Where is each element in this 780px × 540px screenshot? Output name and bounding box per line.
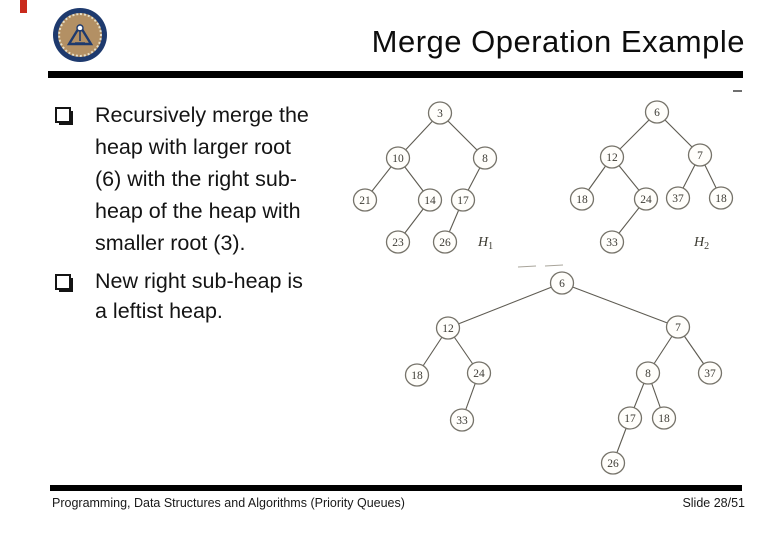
text-line: smaller root (3). [95, 231, 246, 255]
heap-node-value: 26 [439, 237, 451, 249]
heap-node-value: 6 [559, 278, 565, 290]
scan-artifact-line [517, 265, 537, 268]
tree-label: H1 [477, 235, 493, 252]
heap-node-circle [385, 146, 411, 170]
heap-node-circle [432, 230, 458, 254]
heap-node-value: 26 [607, 458, 619, 470]
heap-node-circle [450, 188, 476, 212]
heap-node-circle [697, 361, 723, 385]
university-seal-logo [53, 8, 107, 62]
heap-node-value: 17 [624, 413, 636, 425]
bullet-list: Recursively merge the heap with larger r… [52, 99, 352, 326]
scan-artifact-dash [733, 90, 742, 92]
heap-node-value: 14 [424, 195, 436, 207]
text-line: New right sub-heap is [95, 269, 303, 293]
heap-node-circle [435, 316, 461, 340]
heap-node-value: 21 [359, 195, 371, 207]
heap-node-value: 18 [715, 193, 727, 205]
heap-node-value: 7 [675, 322, 681, 334]
heap-node-circle [635, 361, 661, 385]
heap-node-value: 18 [576, 194, 588, 206]
heap-node-circle [633, 187, 659, 211]
heap-node-circle [600, 451, 626, 475]
footer-rule [50, 485, 742, 491]
heap-node-circle [466, 361, 492, 385]
text-line: Recursively merge the [95, 103, 309, 127]
heap-node-value: 17 [457, 195, 469, 207]
heap-node-value: 23 [392, 237, 404, 249]
tree-label: H2 [693, 235, 709, 252]
tree-heap-H1: 3 10 8 21 14 17 23 26 H1 [352, 101, 498, 254]
square-bullet-icon [55, 274, 71, 290]
heap-node-value: 24 [473, 368, 485, 380]
bullet-text: New right sub-heap is a leftist heap. [95, 266, 303, 326]
heap-node-circle [708, 186, 734, 210]
heap-node-circle [599, 230, 625, 254]
text-line: (6) with the right sub- [95, 167, 297, 191]
heap-node-circle [665, 315, 691, 339]
heap-node-value: 24 [640, 194, 652, 206]
heap-node-value: 7 [697, 150, 703, 162]
bullet-text: Recursively merge the heap with larger r… [95, 99, 309, 259]
page-title: Merge Operation Example [371, 24, 745, 59]
heap-node-circle [385, 230, 411, 254]
footer-course-title: Programming, Data Structures and Algorit… [52, 496, 405, 510]
heap-node-value: 33 [606, 237, 618, 249]
heap-node-value: 37 [672, 193, 684, 205]
heap-node-circle [472, 146, 498, 170]
square-bullet-icon [55, 107, 71, 123]
heap-node-value: 12 [606, 152, 618, 164]
heap-node-circle [449, 408, 475, 432]
bullet-item-leftist-heap: New right sub-heap is a leftist heap. [52, 266, 352, 326]
tree-edge [561, 282, 679, 328]
heap-node-value: 3 [437, 108, 443, 120]
tree-heap-H2: 6 12 7 18 24 37 18 33 H2 [569, 100, 734, 254]
header-rule [48, 71, 743, 78]
footer-slide-number: Slide 28/51 [682, 496, 745, 510]
text-line: heap of the heap with [95, 199, 301, 223]
seal-emblem-icon [66, 23, 94, 46]
scan-artifact-line [544, 264, 564, 267]
heap-node-circle [644, 100, 670, 124]
heap-node-value: 10 [392, 153, 404, 165]
heap-node-circle [549, 271, 575, 295]
seal-inner-ring [58, 13, 102, 57]
heap-node-circle [569, 187, 595, 211]
heap-node-circle [617, 406, 643, 430]
red-scan-mark [20, 0, 27, 13]
heap-node-circle [651, 406, 677, 430]
heap-node-circle [599, 145, 625, 169]
heap-node-value: 12 [442, 323, 454, 335]
heap-node-circle [687, 143, 713, 167]
heap-node-circle [665, 186, 691, 210]
tree-edge [447, 282, 563, 329]
heap-node-value: 6 [654, 107, 660, 119]
heap-node-circle [352, 188, 378, 212]
heap-node-circle [404, 363, 430, 387]
text-line: a leftist heap. [95, 299, 223, 323]
heap-node-circle [417, 188, 443, 212]
heap-node-value: 8 [482, 153, 488, 165]
tree-merged-right-subheap: 6 12 7 18 24 8 37 33 17 18 26 [404, 271, 723, 475]
heap-node-value: 18 [411, 370, 423, 382]
text-line: heap with larger root [95, 135, 291, 159]
bullet-item-recursive-merge: Recursively merge the heap with larger r… [52, 99, 352, 259]
heap-node-value: 18 [658, 413, 670, 425]
heap-node-circle [427, 101, 453, 125]
heap-node-value: 37 [704, 368, 716, 380]
heap-node-value: 33 [456, 415, 468, 427]
heap-node-value: 8 [645, 368, 651, 380]
